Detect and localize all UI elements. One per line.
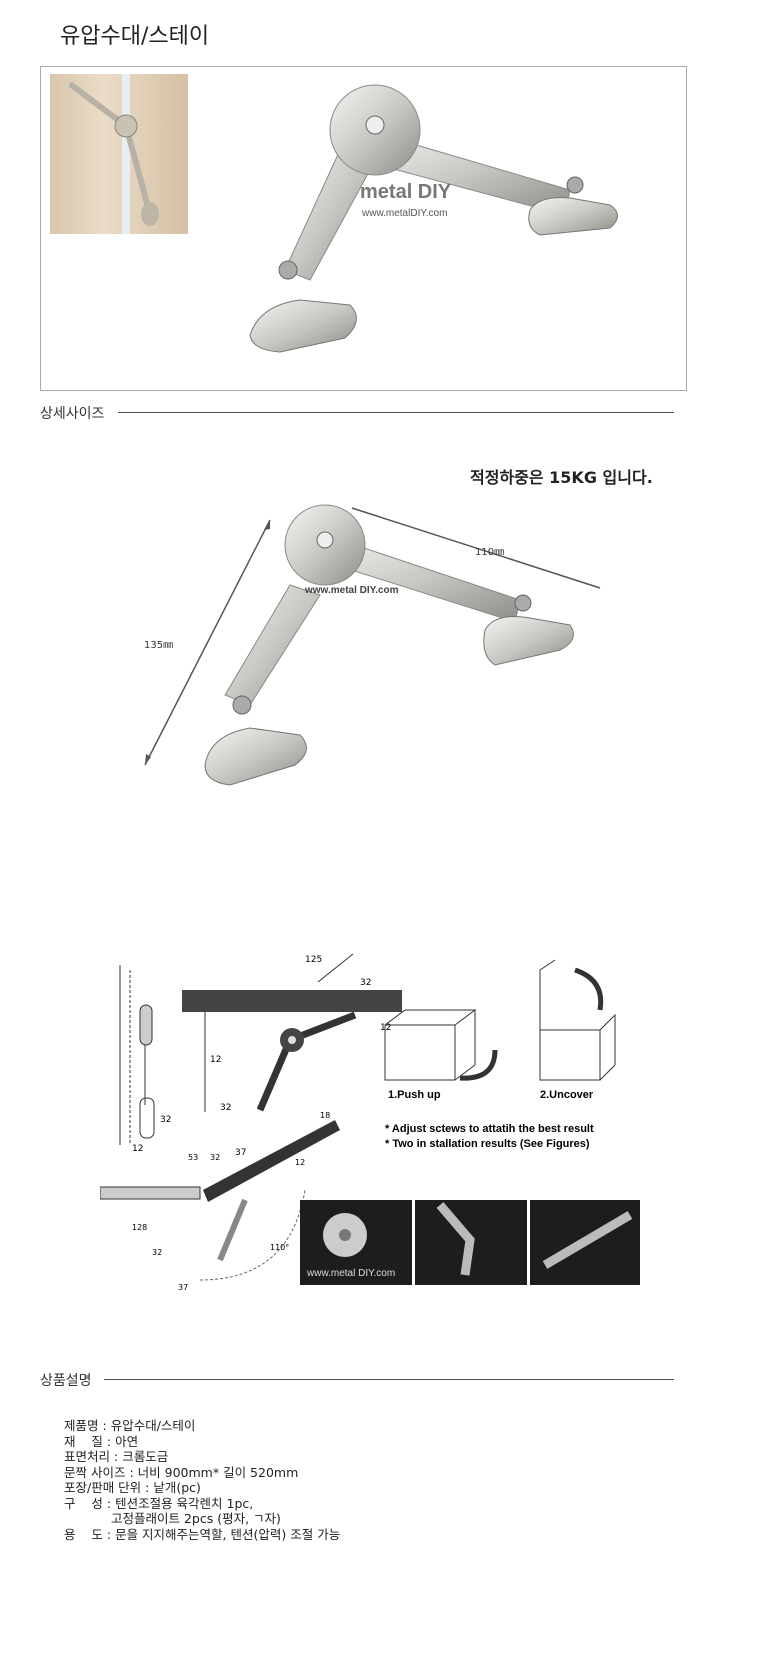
section-title-description: 상품설명 (40, 1373, 92, 1389)
section-divider (118, 412, 674, 413)
dimension-hinge-photo: 135㎜ 110㎜ www.metal DIY.com (144, 504, 601, 786)
opening-angle-drawing (100, 1120, 340, 1281)
spec-row: 재 질 : 아연 (64, 1433, 139, 1449)
spec-row: 제품명 : 유압수대/스테이 (64, 1418, 196, 1433)
watermark-brand: metal DIY (360, 181, 452, 203)
section-divider (104, 1379, 674, 1380)
spec-row: 표면처리 : 크롬도금 (64, 1449, 169, 1464)
side-view-drawing (119, 965, 155, 1145)
diagram-label: 12 (210, 1055, 221, 1065)
step-label: 2.Uncover (540, 1089, 594, 1101)
push-arrow-icon (459, 1049, 498, 1081)
diagram-label: 32 (220, 1103, 231, 1113)
load-capacity-text: 적정하중은 15KG 입니다. (470, 468, 653, 487)
spec-list: 제품명 : 유압수대/스테이 재 질 : 아연 표면처리 : 크롬도금 문짝 사… (64, 1418, 340, 1542)
watermark-url: www.metalDIY.com (361, 208, 447, 219)
installed-hinge-illustration (68, 74, 159, 234)
diagram-label: 37 (178, 1283, 188, 1292)
diagram-label: 125 (305, 955, 322, 965)
note-line: * Adjust sctews to attatih the best resu… (385, 1123, 594, 1135)
diagram-label: 18 (320, 1111, 330, 1120)
spec-row: 포장/판매 단위 : 낱개(pc) (64, 1480, 201, 1495)
diagram-label: 110° (270, 1243, 289, 1252)
diagram-label: 53 (188, 1153, 198, 1162)
hero-image-frame (40, 66, 687, 391)
watermark-url-small: www.metal DIY.com (304, 585, 399, 596)
spec-row: 용 도 : 문을 지지해주는역할, 텐션(압력) 조절 가능 (64, 1526, 341, 1542)
open-box-illustrations (384, 959, 616, 1081)
page-title: 유압수대/스테이 (60, 24, 210, 49)
spec-row: 구 성 : 텐션조절용 육각렌치 1pc, (64, 1495, 254, 1511)
watermark-url-photo: www.metal DIY.com (306, 1268, 395, 1279)
diagram-label: 37 (235, 1148, 246, 1158)
door-panel (182, 990, 402, 1012)
diagram-label: 32 (210, 1153, 220, 1162)
diagram-label: 12 (132, 1144, 143, 1154)
installation-diagram: 32 12 125 32 12 12 32 37 1.Push up 2.Unc… (100, 953, 640, 1292)
detail-photos: www.metal DIY.com (300, 1200, 640, 1285)
spec-row: 문짝 사이즈 : 너비 900mm* 길이 520mm (64, 1464, 299, 1480)
diagram-label: 12 (380, 1023, 391, 1033)
spec-row: 고정플래이트 2pcs (평자, ㄱ자) (111, 1511, 281, 1526)
step-label: 1.Push up (388, 1089, 441, 1101)
width-dimension-label: 110㎜ (475, 547, 504, 558)
note-line: * Two in stallation results (See Figures… (385, 1138, 590, 1150)
hero-hinge-photo: metal DIY www.metalDIY.com (249, 84, 618, 353)
diagram-label: 32 (360, 978, 371, 988)
section-title-size: 상세사이즈 (40, 406, 105, 422)
installed-thumbnail (50, 74, 188, 234)
height-dimension-label: 135㎜ (144, 640, 173, 651)
diagram-label: 32 (160, 1115, 171, 1125)
diagram-label: 128 (132, 1223, 147, 1232)
diagram-label: 32 (152, 1248, 162, 1257)
uncover-arrow-icon (574, 967, 604, 1011)
diagram-label: 12 (295, 1158, 305, 1167)
